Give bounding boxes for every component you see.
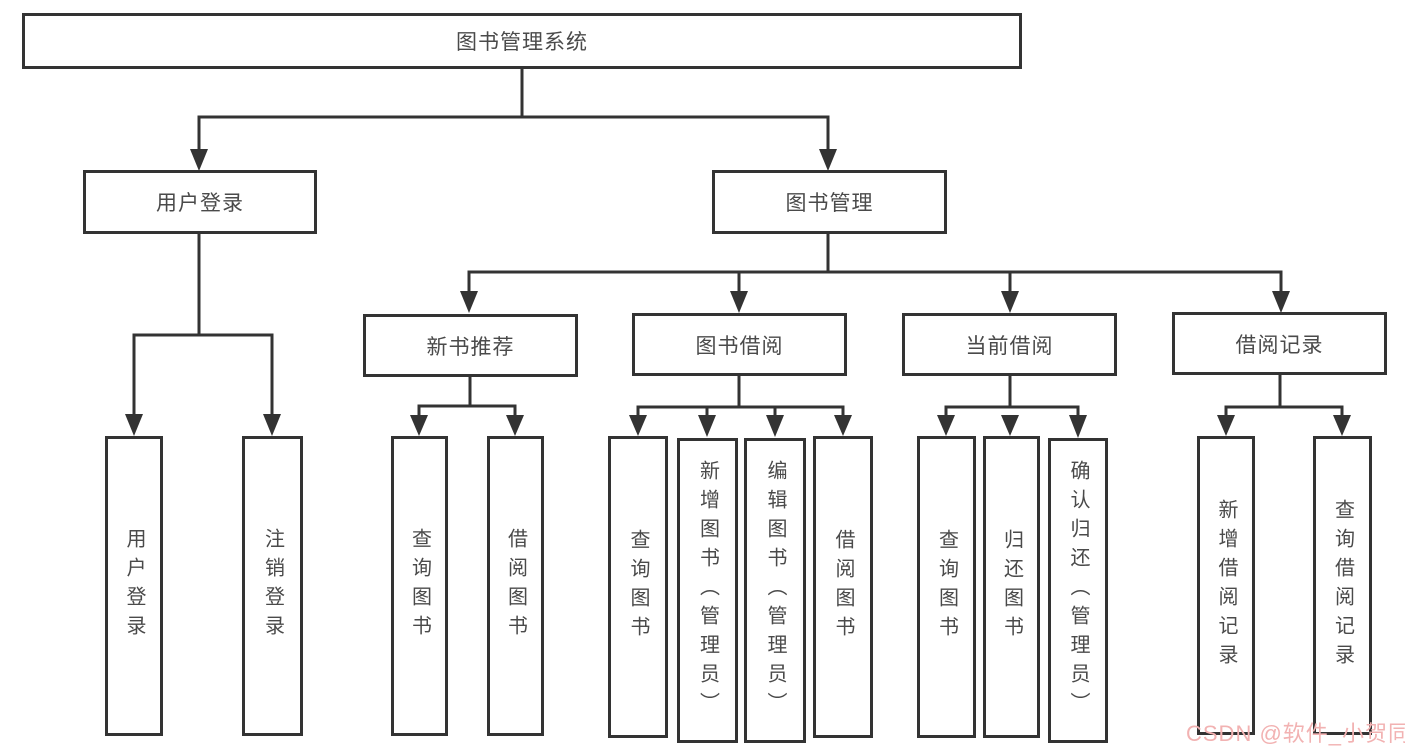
arrowhead-icon [1333,415,1351,436]
leaf-add-books-admin: 新增图书（管理员） [677,438,738,743]
leaf-borrow-books-recommend: 借阅图书 [487,436,544,736]
connector-new-book-recommend-to-leaves [417,375,517,419]
arrowhead-icon [125,414,143,436]
arrowhead-icon [834,415,852,436]
leaf-edit-books-admin: 编辑图书（管理员） [744,438,806,743]
connector-current-borrow-to-leaves [944,374,1080,419]
arrowhead-icon [629,415,647,436]
leaf-add-borrow-record: 新增借阅记录 [1197,436,1255,735]
arrowhead-icon [410,415,428,436]
arrowhead-icon [1217,415,1235,436]
node-borrow-record: 借阅记录 [1172,312,1387,375]
node-book-borrow: 图书借阅 [632,313,847,376]
arrowhead-icon [730,291,748,313]
leaf-query-books-current: 查询图书 [917,436,976,738]
node-new-book-recommend: 新书推荐 [363,314,578,377]
arrowhead-icon [460,291,478,313]
connector-user-login-to-leaves [132,231,274,418]
arrowhead-icon [190,149,208,171]
leaf-logout: 注销登录 [242,436,303,736]
arrowhead-icon [506,415,524,436]
connector-root-to-level2 [197,66,830,153]
leaf-user-login: 用户登录 [105,436,163,736]
leaf-query-books-recommend: 查询图书 [391,436,448,736]
node-book-management: 图书管理 [712,170,947,234]
arrowhead-icon [263,414,281,436]
arrowhead-icon [1069,415,1087,438]
arrowhead-icon [1001,291,1019,313]
leaf-confirm-return-admin: 确认归还（管理员） [1048,438,1108,743]
leaf-return-books: 归还图书 [983,436,1040,738]
node-book-management-system: 图书管理系统 [22,13,1022,69]
connector-borrow-record-to-leaves [1224,373,1344,419]
arrowhead-icon [937,415,955,436]
node-user-login: 用户登录 [83,170,317,234]
leaf-query-books-borrow: 查询图书 [608,436,668,738]
arrowhead-icon [819,149,837,171]
leaf-query-borrow-record: 查询借阅记录 [1313,436,1372,735]
leaf-borrow-books: 借阅图书 [813,436,873,738]
arrowhead-icon [1272,291,1290,313]
connector-book-borrow-to-leaves [636,373,845,419]
node-current-borrow: 当前借阅 [902,313,1117,376]
connector-book-management-to-level3 [467,231,1283,295]
arrowhead-icon [1001,415,1019,436]
arrowhead-icon [766,415,784,437]
arrowhead-icon [698,415,716,437]
csdn-watermark: CSDN @软件_小贺同学 [1186,721,1405,746]
